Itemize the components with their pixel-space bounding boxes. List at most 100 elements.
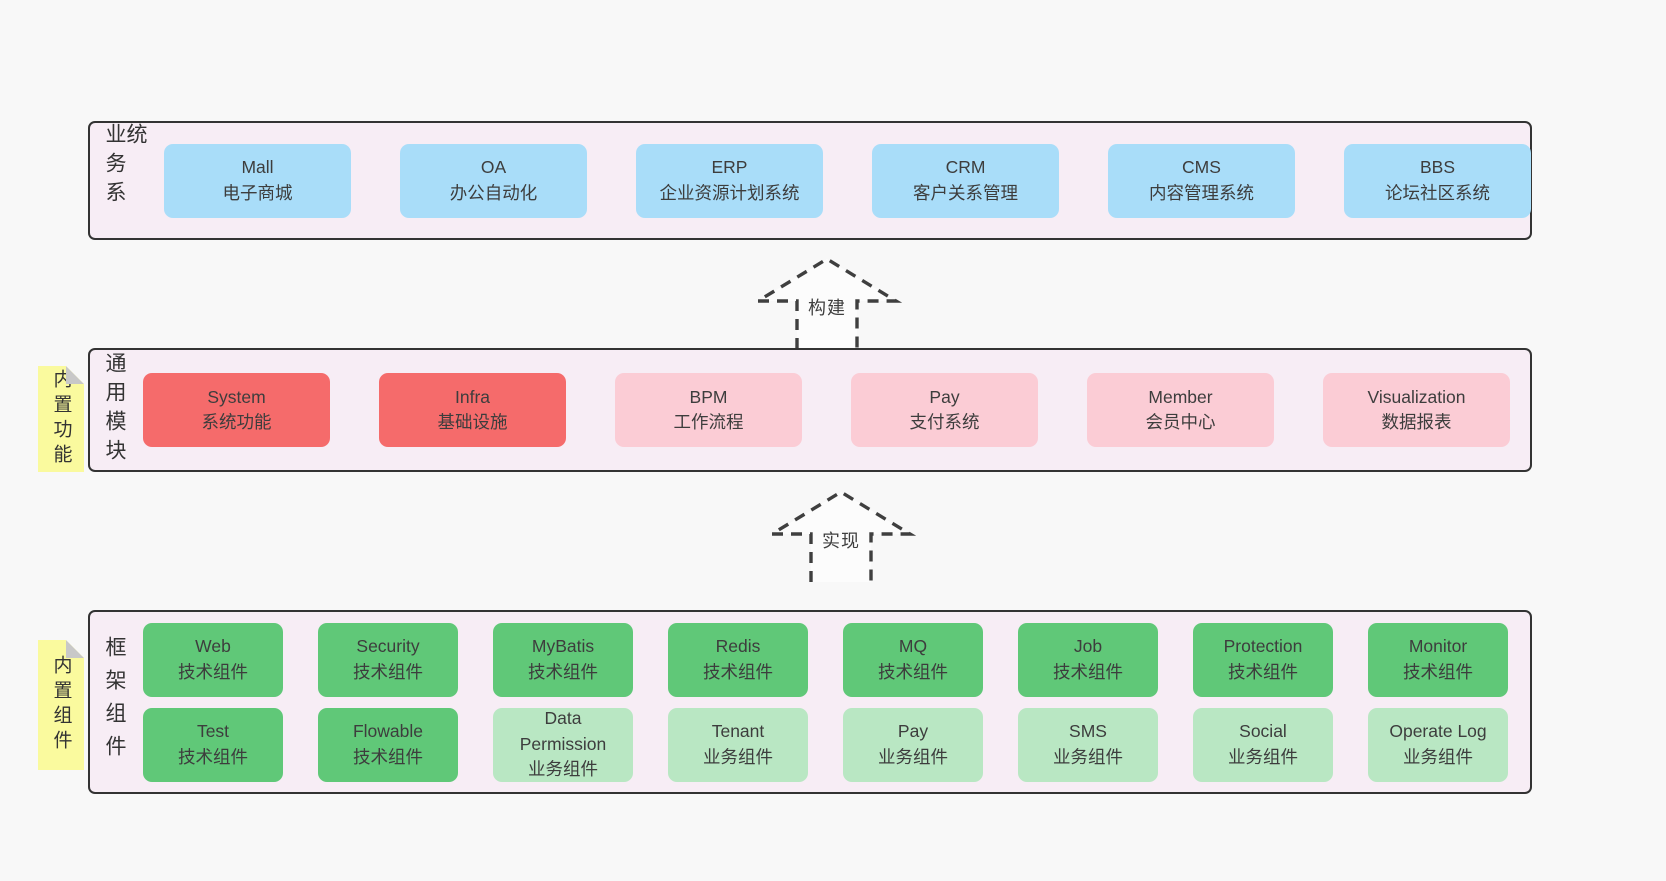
box-subtitle: 技术组件 (1403, 661, 1473, 682)
up-arrow-icon (752, 257, 902, 349)
component-box-redis: Redis 技术组件 (668, 622, 808, 697)
box-subtitle: 业务组件 (1228, 746, 1298, 767)
modules-box-row: System 系统功能 Infra 基础设施 BPM 工作流程 Pay 支付系统… (143, 373, 1510, 447)
box-title: Security (356, 636, 420, 657)
implement-arrow-label: 实现 (822, 531, 860, 551)
box-title: Infra (454, 386, 491, 407)
build-arrow: 构建 (752, 256, 902, 349)
box-subtitle: 技术组件 (703, 661, 773, 682)
box-subtitle: 业务组件 (703, 746, 773, 767)
box-title: Pay (897, 721, 929, 742)
note-fold-corner (66, 640, 84, 658)
box-title: BBS (1419, 157, 1456, 178)
box-subtitle: 技术组件 (178, 746, 248, 767)
box-subtitle: 支付系统 (909, 412, 980, 432)
note-fold-corner (66, 366, 84, 384)
component-box-mybatis: MyBatis 技术组件 (493, 622, 633, 697)
box-subtitle: 电子商城 (222, 182, 293, 203)
box-title: Pay (929, 386, 960, 407)
box-subtitle: 业务组件 (1403, 746, 1473, 767)
box-title: Web (195, 636, 231, 657)
box-subtitle: 技术组件 (178, 661, 248, 682)
box-subtitle: 业务组件 (878, 746, 948, 767)
box-title: MyBatis (531, 636, 595, 657)
framework-box-rows: Web 技术组件 Security 技术组件 MyBatis 技术组件 Redi… (143, 622, 1508, 782)
component-box-flowable: Flowable 技术组件 (318, 707, 458, 782)
box-title: MQ (898, 636, 928, 657)
box-title: Mall (241, 157, 274, 178)
box-subtitle: 基础设施 (437, 412, 508, 432)
band-label-framework-components: 框架组件 (103, 636, 126, 768)
band-business-systems: 业务系统 Mall 电子商城 OA 办公自动化 ERP 企业资源计划系统 CRM… (88, 121, 1532, 240)
component-box-social: Social 业务组件 (1193, 707, 1333, 782)
box-title: Operate Log (1389, 721, 1487, 742)
business-box-row: Mall 电子商城 OA 办公自动化 ERP 企业资源计划系统 CRM 客户关系… (164, 143, 1531, 218)
implement-arrow: 实现 (766, 489, 916, 582)
box-subtitle: 技术组件 (878, 661, 948, 682)
framework-box-row-2: Test 技术组件 Flowable 技术组件 Data Permission … (143, 707, 1508, 782)
box-title: Flowable (352, 721, 424, 742)
band-label-common-modules: 通用模块 (103, 352, 126, 468)
box-subtitle: 办公自动化 (449, 182, 538, 203)
box-subtitle: 会员中心 (1145, 412, 1216, 432)
box-title: OA (480, 157, 507, 178)
box-title: Member (1148, 386, 1213, 407)
box-subtitle: 技术组件 (353, 746, 423, 767)
module-box-visualization: Visualization 数据报表 (1323, 373, 1510, 447)
box-subtitle: 技术组件 (1228, 661, 1298, 682)
component-box-pay: Pay 业务组件 (843, 707, 983, 782)
box-subtitle: 论坛社区系统 (1385, 182, 1490, 203)
build-arrow-label: 构建 (808, 298, 846, 318)
box-title: Social (1239, 721, 1287, 742)
box-title: Test (196, 721, 230, 742)
box-subtitle: 系统功能 (201, 412, 272, 432)
component-box-tenant: Tenant 业务组件 (668, 707, 808, 782)
module-box-pay: Pay 支付系统 (851, 373, 1038, 447)
box-subtitle: 工作流程 (673, 412, 744, 432)
framework-box-row-1: Web 技术组件 Security 技术组件 MyBatis 技术组件 Redi… (143, 622, 1508, 697)
box-title: Monitor (1408, 636, 1468, 657)
component-box-security: Security 技术组件 (318, 622, 458, 697)
module-box-system: System 系统功能 (143, 373, 330, 447)
box-title: Visualization (1367, 386, 1466, 407)
box-title: Redis (715, 636, 761, 657)
box-title: CRM (945, 157, 986, 178)
component-box-mq: MQ 技术组件 (843, 622, 983, 697)
box-subtitle: 数据报表 (1381, 412, 1452, 432)
box-title: BPM (689, 386, 728, 407)
sticky-note-builtin-features: 内置功能 (38, 366, 84, 472)
box-subtitle: 客户关系管理 (913, 182, 1018, 203)
module-box-member: Member 会员中心 (1087, 373, 1274, 447)
box-title: ERP (711, 157, 748, 178)
box-title: Data Permission (519, 708, 607, 754)
box-title: CMS (1182, 157, 1221, 178)
up-arrow-icon (766, 490, 916, 582)
module-box-infra: Infra 基础设施 (379, 373, 566, 447)
box-subtitle: 技术组件 (1053, 661, 1123, 682)
module-box-oa: OA 办公自动化 (400, 143, 587, 218)
component-box-protection: Protection 技术组件 (1193, 622, 1333, 697)
component-box-operate-log: Operate Log 业务组件 (1368, 707, 1508, 782)
component-box-monitor: Monitor 技术组件 (1368, 622, 1508, 697)
box-title: Tenant (711, 721, 765, 742)
component-box-sms: SMS 业务组件 (1018, 707, 1158, 782)
component-box-test: Test 技术组件 (143, 707, 283, 782)
module-box-bpm: BPM 工作流程 (615, 373, 802, 447)
sticky-note-builtin-components: 内置组件 (38, 640, 84, 770)
band-framework-components: 框架组件 Web 技术组件 Security 技术组件 MyBatis 技术组件… (88, 610, 1532, 794)
box-subtitle: 技术组件 (528, 661, 598, 682)
box-title: SMS (1069, 721, 1107, 742)
band-common-modules: 通用模块 System 系统功能 Infra 基础设施 BPM 工作流程 Pay… (88, 348, 1532, 472)
box-title: Protection (1223, 636, 1303, 657)
module-box-erp: ERP 企业资源计划系统 (636, 143, 823, 218)
band-label-business-systems: 业务系统 (103, 123, 147, 210)
sticky-note-text: 内置功能 (50, 369, 72, 469)
component-box-web: Web 技术组件 (143, 622, 283, 697)
module-box-crm: CRM 客户关系管理 (872, 143, 1059, 218)
module-box-mall: Mall 电子商城 (164, 143, 351, 218)
box-title: Job (1073, 636, 1103, 657)
component-box-data-permission: Data Permission 业务组件 (493, 707, 633, 782)
module-box-cms: CMS 内容管理系统 (1108, 143, 1295, 218)
sticky-note-text: 内置组件 (50, 655, 72, 755)
module-box-bbs: BBS 论坛社区系统 (1344, 143, 1531, 218)
